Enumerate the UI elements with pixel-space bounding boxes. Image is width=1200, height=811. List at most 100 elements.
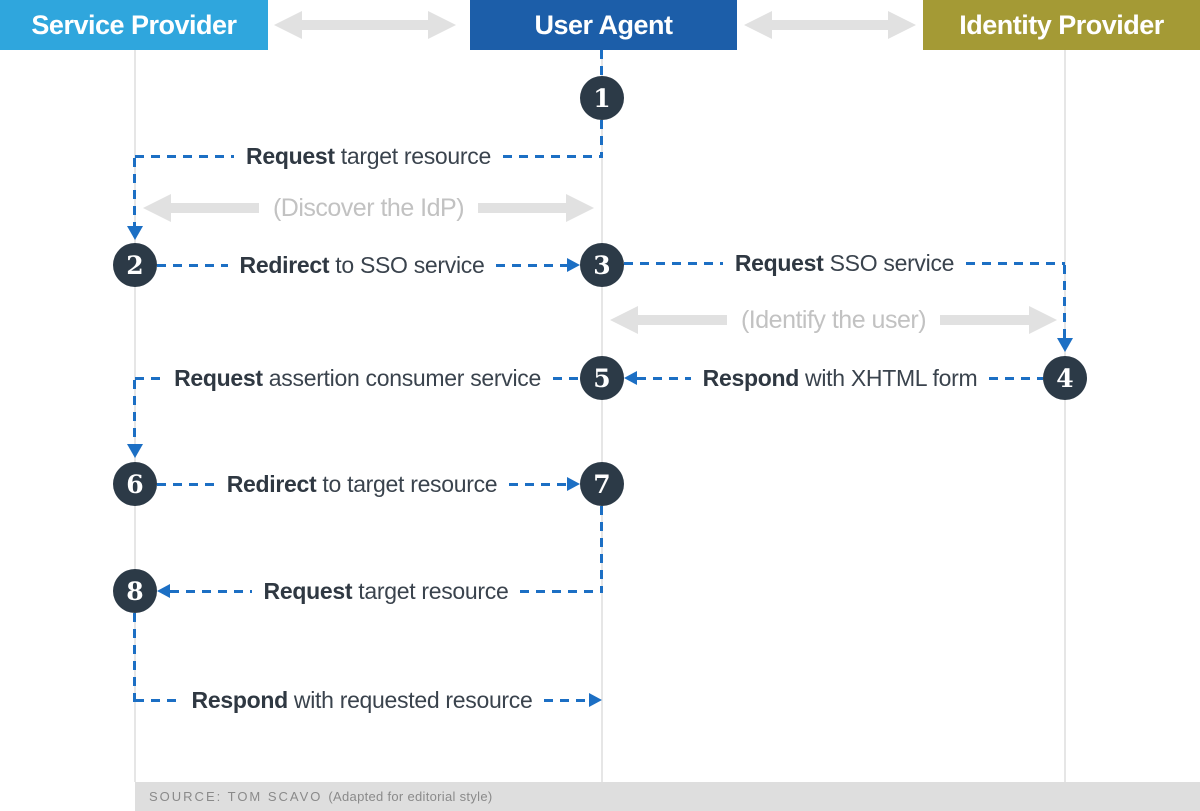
step-circle-4: 4	[1043, 356, 1087, 400]
actor-label-identity-provider: Identity Provider	[959, 9, 1164, 40]
dashed-line	[157, 263, 228, 267]
message-label: Respond with requested resource	[180, 687, 545, 714]
message-rest: SSO service	[823, 249, 955, 276]
step-number: 2	[126, 250, 144, 280]
footer-note-text: (Adapted for editorial style)	[328, 789, 493, 804]
dashed-line	[552, 376, 581, 380]
phase-label-identify-user: (Identify the user)	[740, 305, 927, 334]
header-double-arrow-ua-idp-icon	[744, 11, 916, 39]
connector-v-step7-down	[600, 506, 603, 593]
arrow-shaft	[478, 203, 566, 213]
message-rest: with requested resource	[287, 686, 533, 713]
message-action: Respond	[191, 686, 289, 713]
message-rest: target resource	[334, 142, 492, 169]
arrowhead-right-icon	[428, 11, 456, 39]
dashed-line	[135, 154, 235, 158]
dashed-line	[496, 263, 568, 267]
dashed-line	[544, 698, 590, 702]
actor-header-user-agent: User Agent	[470, 0, 737, 50]
message-respond-with-requested-resource: Respond with requested resource	[135, 685, 603, 715]
message-rest: to target resource	[316, 470, 498, 497]
message-action: Respond	[702, 364, 800, 391]
connector-v-step8-down	[133, 613, 136, 702]
step-number: 1	[593, 83, 611, 113]
step-circle-7: 7	[580, 462, 624, 506]
arrowhead-left-icon	[157, 584, 170, 598]
connector-v-to-step2	[133, 158, 136, 226]
arrow-shaft	[638, 315, 727, 325]
message-rest: assertion consumer service	[262, 364, 541, 391]
arrowhead-right-icon	[1029, 306, 1057, 334]
arrowhead-right-icon	[566, 194, 594, 222]
actor-header-service-provider: Service Provider	[0, 0, 268, 50]
step-circle-3: 3	[580, 243, 624, 287]
arrowhead-right-icon	[567, 258, 581, 272]
message-action: Request	[174, 364, 263, 391]
step-number: 3	[593, 250, 611, 280]
message-redirect-to-sso-service: Redirect to SSO service	[157, 250, 581, 280]
message-action: Request	[734, 249, 824, 276]
message-action: Redirect	[239, 251, 330, 278]
dashed-line	[135, 698, 180, 702]
step-number: 7	[593, 469, 611, 499]
dashed-line	[520, 589, 602, 593]
message-request-sso-service: Request SSO service	[624, 248, 1066, 278]
actor-header-identity-provider: Identity Provider	[923, 0, 1200, 50]
message-label: Redirect to target resource	[215, 471, 510, 498]
message-label: Request SSO service	[723, 250, 966, 277]
message-request-target-resource-2: Request target resource	[157, 576, 602, 606]
phase-arrow-discover-idp: (Discover the IdP)	[143, 190, 594, 226]
connector-v-to-step4	[1063, 265, 1066, 338]
arrowhead-down-icon	[127, 444, 143, 458]
message-rest: to SSO service	[329, 251, 485, 278]
arrowhead-left-icon	[624, 371, 637, 385]
arrowhead-down-icon	[127, 226, 143, 240]
arrowhead-down-icon	[1057, 338, 1073, 352]
arrow-shaft	[772, 20, 888, 30]
message-label: Request assertion consumer service	[162, 365, 553, 392]
message-redirect-to-target-resource: Redirect to target resource	[157, 469, 580, 499]
dashed-line	[989, 376, 1044, 380]
dashed-line	[509, 482, 567, 486]
lifeline-user-agent	[601, 50, 603, 782]
connector-v-step1-down	[600, 120, 603, 158]
arrowhead-left-icon	[610, 306, 638, 334]
arrowhead-left-icon	[143, 194, 171, 222]
step-number: 4	[1056, 363, 1074, 393]
dashed-line	[157, 482, 215, 486]
actor-label-user-agent: User Agent	[534, 9, 673, 40]
message-label: Request target resource	[252, 578, 521, 605]
message-respond-with-xhtml-form: Respond with XHTML form	[624, 363, 1044, 393]
arrowhead-left-icon	[744, 11, 772, 39]
connector-v-to-step6	[133, 380, 136, 444]
arrowhead-right-icon	[589, 693, 603, 707]
step-circle-5: 5	[580, 356, 624, 400]
dashed-line	[624, 261, 723, 265]
message-label: Respond with XHTML form	[691, 365, 990, 392]
footer-bar: SOURCE: TOM SCAVO (Adapted for editorial…	[135, 782, 1200, 811]
message-action: Redirect	[226, 470, 317, 497]
message-action: Request	[246, 142, 335, 169]
message-rest: target resource	[352, 577, 509, 604]
connector-v-ua-to-step1	[600, 50, 603, 76]
step-number: 8	[126, 576, 144, 606]
header-double-arrow-sp-ua-icon	[274, 11, 456, 39]
message-label: Request target resource	[234, 143, 503, 170]
step-circle-6: 6	[113, 462, 157, 506]
message-action: Request	[263, 577, 353, 604]
message-rest: with XHTML form	[798, 364, 978, 391]
phase-label-discover-idp: (Discover the IdP)	[272, 193, 465, 222]
arrowhead-right-icon	[567, 477, 580, 491]
phase-arrow-identify-user: (Identify the user)	[610, 302, 1057, 338]
step-circle-8: 8	[113, 569, 157, 613]
step-circle-2: 2	[113, 243, 157, 287]
dashed-line	[637, 376, 691, 380]
arrow-shaft	[940, 315, 1029, 325]
message-request-assertion-consumer-service: Request assertion consumer service	[135, 363, 581, 393]
arrowhead-left-icon	[274, 11, 302, 39]
message-label: Redirect to SSO service	[228, 252, 497, 279]
arrow-shaft	[171, 203, 259, 213]
message-request-target-resource: Request target resource	[135, 141, 602, 171]
dashed-line	[502, 154, 602, 158]
